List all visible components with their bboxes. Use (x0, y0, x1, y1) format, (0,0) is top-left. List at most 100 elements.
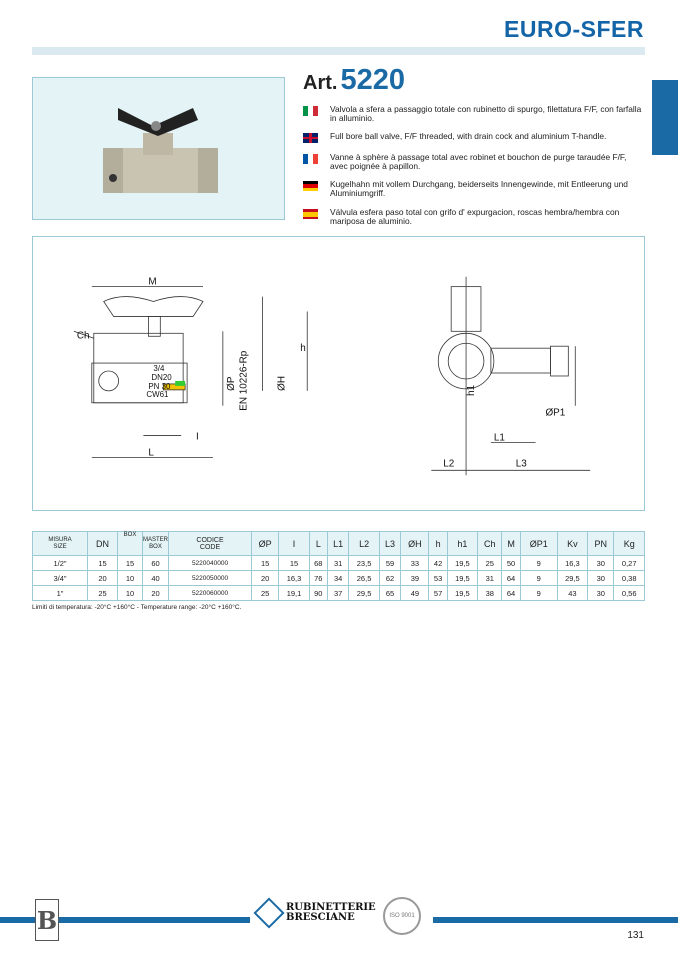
table-cell: 5220050000 (168, 570, 253, 586)
table-cell: 30 (587, 555, 615, 571)
body-marking: DN20 (151, 373, 172, 382)
table-cell: 19,5 (446, 570, 479, 586)
col-header: PN (587, 531, 615, 556)
table-cell: 25 (477, 555, 503, 571)
body-marking: PN 30 (148, 382, 171, 391)
col-header: Kv (556, 531, 589, 556)
table-cell: 0,38 (613, 570, 645, 586)
table-cell: 5220060000 (168, 585, 253, 601)
temperature-note: Limiti di temperatura: -20°C +160°C - Te… (32, 604, 242, 611)
dim-label-OP: ØP (226, 376, 237, 391)
description-fr: Vanne à sphère à passage total avec robi… (303, 153, 646, 170)
ball-valve-image (103, 108, 218, 193)
table-cell: 29,5 (556, 570, 589, 586)
spain-flag-icon (303, 209, 318, 219)
table-cell: 31 (326, 555, 350, 571)
product-photo (32, 77, 285, 220)
col-header: MASTER (143, 536, 169, 543)
table-cell: 19,5 (446, 555, 479, 571)
table-cell: 9 (519, 585, 558, 601)
table-cell: 0,56 (613, 585, 645, 601)
table-cell: 34 (326, 570, 350, 586)
table-cell: 15 (278, 555, 310, 571)
table-cell: 19,5 (446, 585, 479, 601)
table-cell: 1" (32, 585, 88, 601)
footer-line-right (433, 917, 678, 923)
table-cell: 25 (87, 585, 118, 601)
dim-label-L1: L1 (494, 433, 506, 444)
table-cell: 19,1 (278, 585, 310, 601)
table-cell: 38 (477, 585, 503, 601)
table-cell: 30 (587, 570, 615, 586)
col-header: M (501, 531, 521, 556)
col-header: BOX (149, 543, 162, 550)
article-code: 5220 (340, 64, 405, 96)
table-cell: 30 (587, 585, 615, 601)
table-cell: 16,3 (278, 570, 310, 586)
col-header: Ch (477, 531, 503, 556)
description-it: Valvola a sfera a passaggio totale con r… (303, 105, 646, 122)
table-cell: 16,3 (556, 555, 589, 571)
table-cell: 0,27 (613, 555, 645, 571)
table-cell: 43 (556, 585, 589, 601)
table-cell: 40 (141, 570, 170, 586)
table-cell: 64 (501, 585, 521, 601)
table-cell: 42 (428, 555, 448, 571)
page-number: 131 (627, 930, 644, 941)
description-en: Full bore ball valve, F/F threaded, with… (303, 132, 646, 143)
col-header: Kg (613, 531, 645, 556)
table-cell: 65 (378, 585, 402, 601)
dim-label-M: M (148, 277, 156, 288)
table-cell: 9 (519, 555, 558, 571)
uk-flag-icon (303, 133, 318, 143)
col-header: L1 (326, 531, 350, 556)
col-header: L2 (348, 531, 380, 556)
logo-text: RUBINETTERIE (286, 902, 376, 913)
table-cell: 49 (400, 585, 430, 601)
table-cell: 37 (326, 585, 350, 601)
article-prefix: Art. (303, 72, 338, 94)
description-text: Full bore ball valve, F/F threaded, with… (330, 131, 607, 141)
table-cell: 15 (87, 555, 118, 571)
body-marking: CW61 (146, 390, 169, 399)
col-header: ØP (251, 531, 280, 556)
table-cell: 60 (141, 555, 170, 571)
col-header: h (428, 531, 448, 556)
table-cell: 20 (87, 570, 118, 586)
table-cell: 90 (308, 585, 328, 601)
table-cell: 25 (251, 585, 280, 601)
technical-drawing: M Ch h ØP EN 10226-Rp ØH 3/4 DN20 PN 30 … (32, 236, 645, 511)
article-number: Art.5220 (303, 64, 405, 97)
france-flag-icon (303, 154, 318, 164)
table-cell: 10 (117, 585, 143, 601)
description-de: Kugelhahn mit vollem Durchgang, beiderse… (303, 180, 646, 197)
col-header: SIZE (53, 543, 67, 550)
iso-certification-seal: ISO 9001 (383, 897, 421, 935)
col-header: CODE (199, 543, 221, 551)
logo-text: BRESCIANE (286, 912, 355, 923)
table-cell: 53 (428, 570, 448, 586)
bosoni-group-logo: B (35, 899, 59, 941)
dim-label-Ch: Ch (77, 330, 90, 341)
table-cell: 64 (501, 570, 521, 586)
col-header: L3 (378, 531, 402, 556)
col-header: h1 (446, 531, 479, 556)
table-cell: 3/4" (32, 570, 88, 586)
seal-text: ISO 9001 (389, 913, 415, 919)
footer-line-left (0, 917, 250, 923)
description-text: Válvula esfera paso total con grifo d' e… (330, 207, 620, 226)
dim-label-OH: ØH (276, 376, 287, 391)
col-header: ØH (400, 531, 430, 556)
header-bar (32, 47, 645, 55)
section-tab (652, 80, 678, 155)
table-cell: 59 (378, 555, 402, 571)
italy-flag-icon (303, 106, 318, 116)
table-cell: 68 (308, 555, 328, 571)
table-cell: 76 (308, 570, 328, 586)
col-header: BOX (117, 531, 143, 556)
germany-flag-icon (303, 181, 318, 191)
dim-label-L: L (148, 447, 154, 458)
